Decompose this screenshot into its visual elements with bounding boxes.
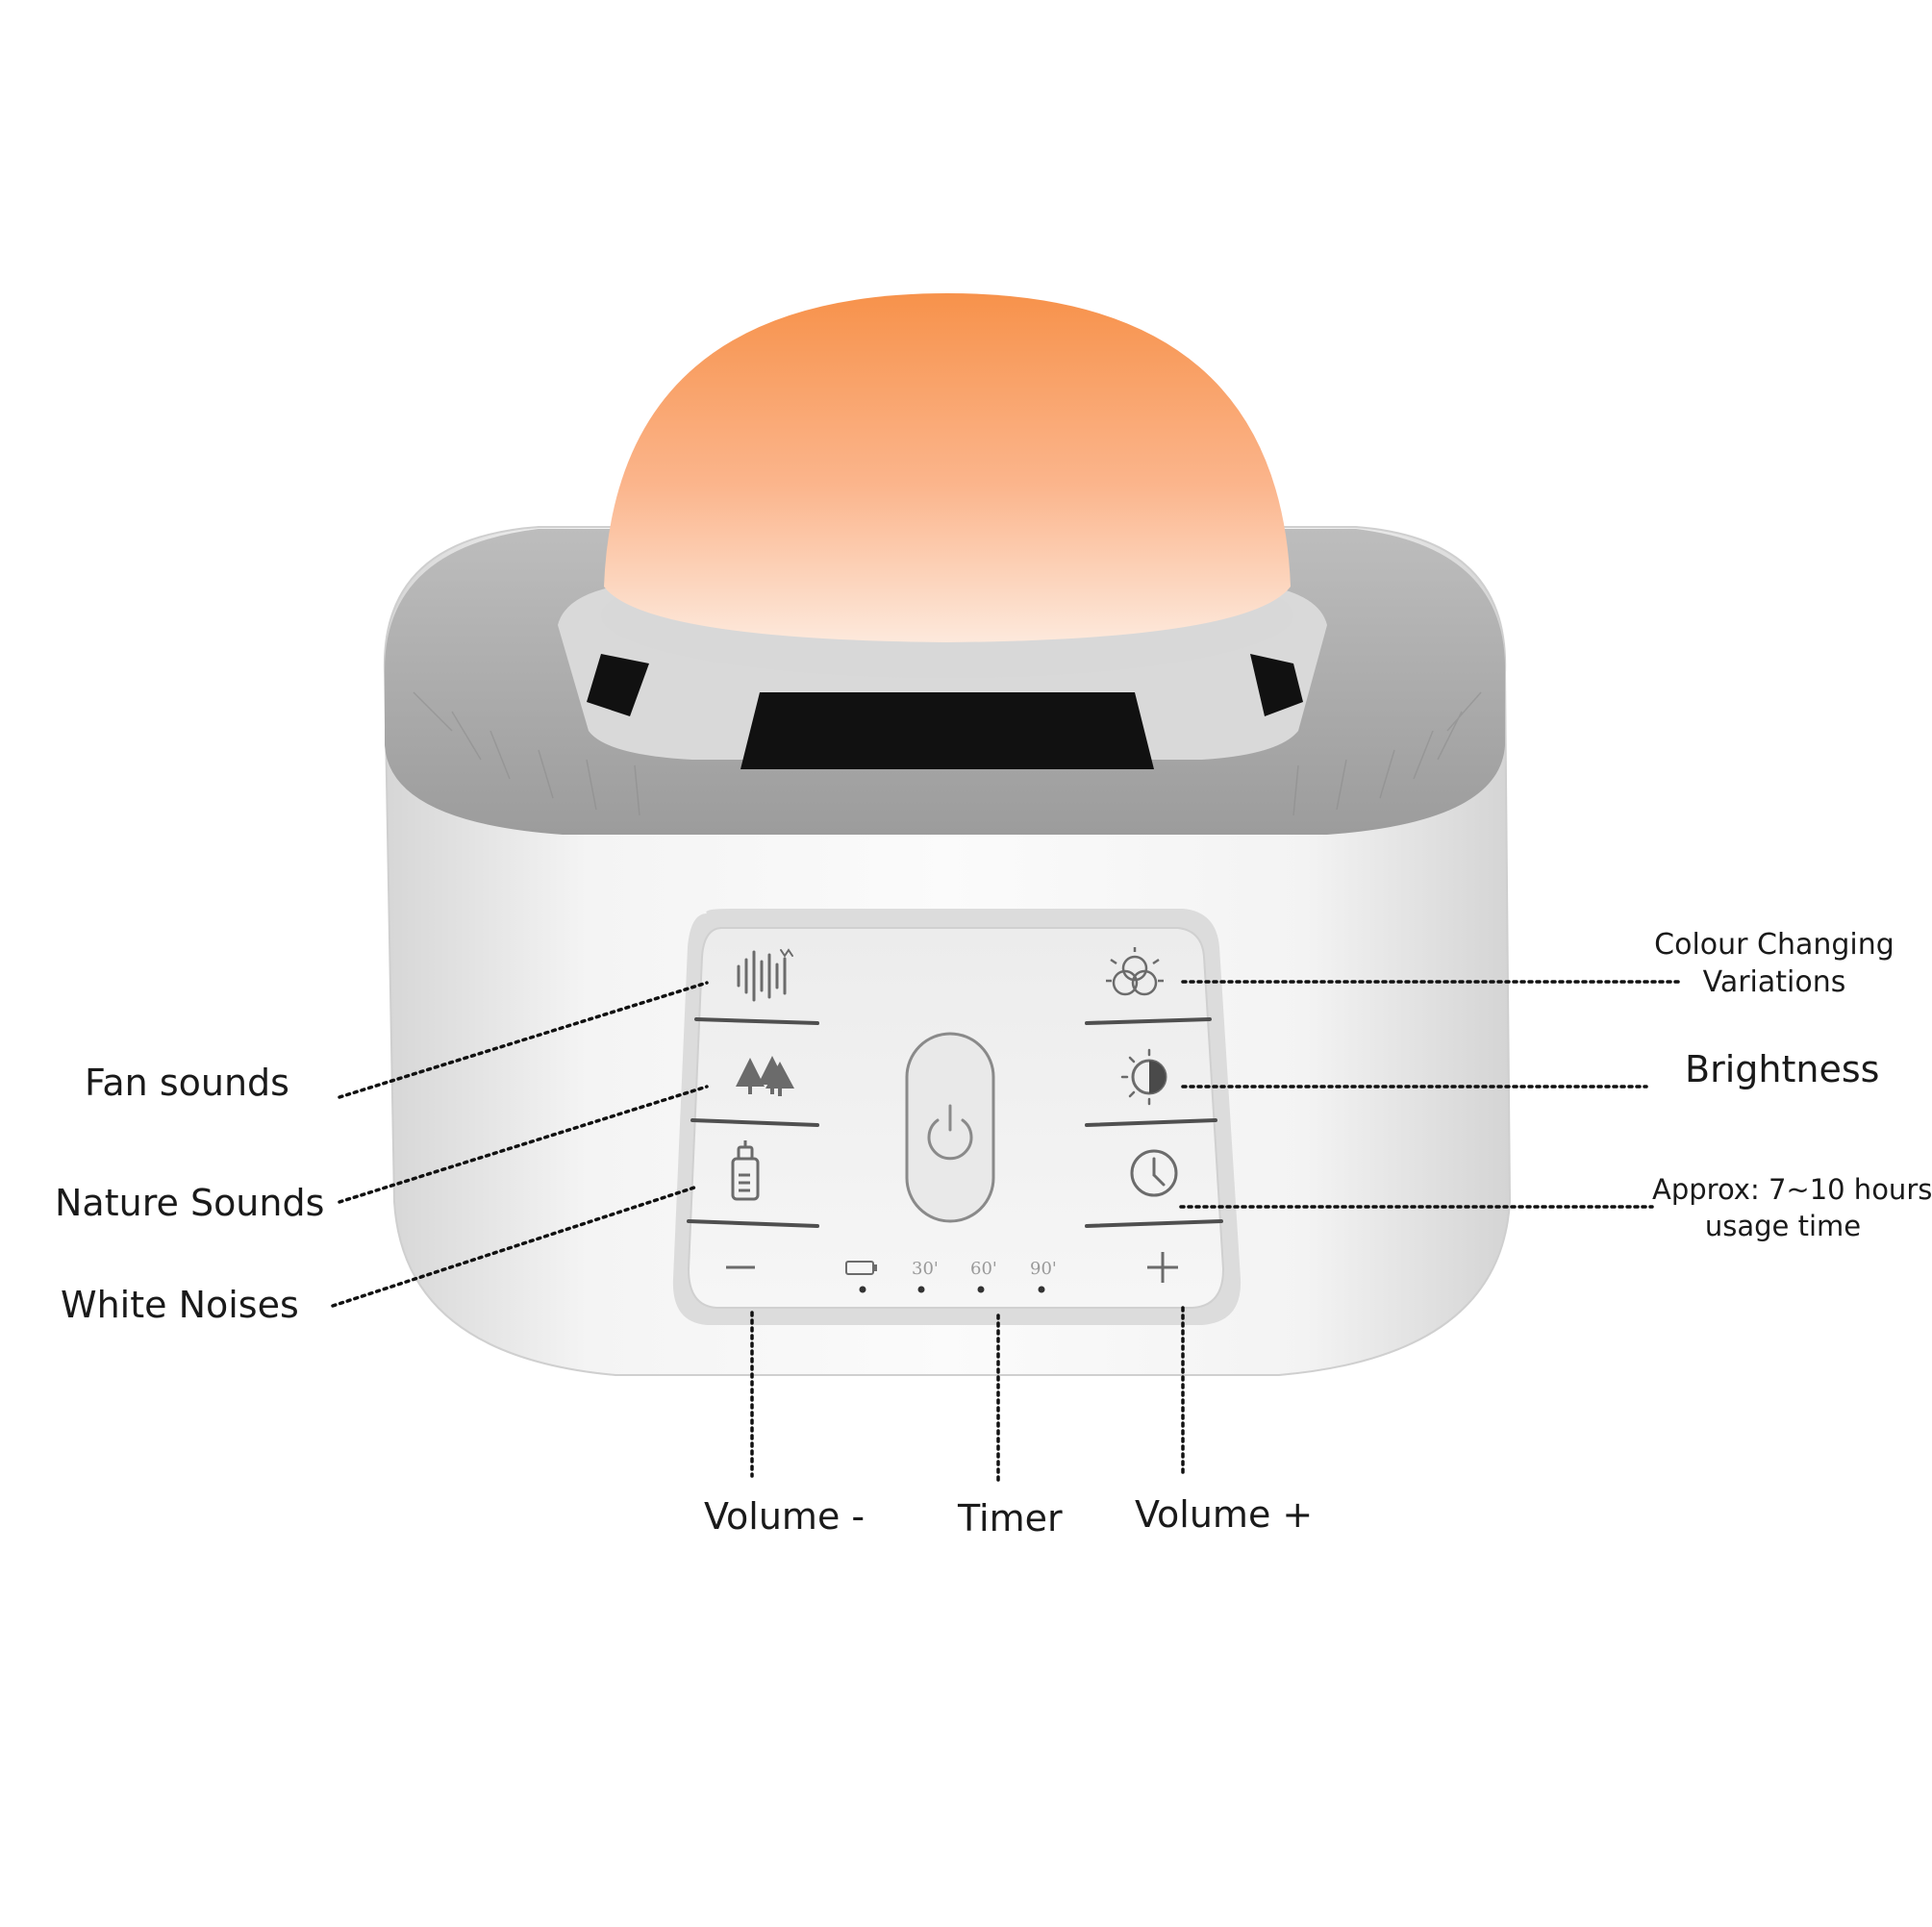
colour-circles-icon[interactable] xyxy=(1106,947,1164,996)
volume-minus-label: Volume - xyxy=(704,1495,866,1538)
vent-right xyxy=(1250,654,1303,716)
timer-label: Timer xyxy=(958,1497,1063,1539)
nature-sounds-label: Nature Sounds xyxy=(55,1182,325,1224)
plus-icon[interactable] xyxy=(1147,1252,1178,1283)
button-dividers xyxy=(687,1017,1223,1228)
led-30 xyxy=(917,1286,925,1293)
led-90 xyxy=(1038,1286,1045,1293)
timer-mark-30: 30' xyxy=(912,1259,939,1279)
timer-mark-90: 90' xyxy=(1030,1259,1057,1279)
bottle-icon[interactable] xyxy=(731,1140,760,1201)
trees-icon[interactable] xyxy=(736,1056,794,1096)
sound-wave-icon[interactable] xyxy=(737,948,793,1002)
led-60 xyxy=(977,1286,985,1293)
brightness-label: Brightness xyxy=(1685,1048,1880,1090)
battery-icon xyxy=(845,1261,877,1275)
usage-line1: Approx: 7~10 hours xyxy=(1652,1173,1932,1206)
vent-left xyxy=(587,654,649,716)
colour-changing-line2: Variations xyxy=(1702,965,1846,999)
speaker-grille xyxy=(413,691,1482,816)
led-battery xyxy=(859,1286,866,1293)
clock-icon[interactable] xyxy=(1130,1149,1178,1197)
leader-white xyxy=(331,1186,696,1308)
fan-sounds-label: Fan sounds xyxy=(85,1062,289,1104)
leader-lines xyxy=(331,980,1682,1483)
colour-changing-label: Colour Changing Variations xyxy=(1654,928,1894,999)
leader-fan xyxy=(338,981,709,1099)
leader-nature xyxy=(338,1085,709,1204)
white-noises-label: White Noises xyxy=(61,1284,299,1326)
volume-plus-label: Volume + xyxy=(1135,1493,1314,1536)
led-indicators xyxy=(859,1286,1045,1293)
brightness-icon[interactable] xyxy=(1120,1048,1167,1106)
usage-time-label: Approx: 7~10 hours usage time xyxy=(1652,1173,1932,1242)
usage-line2: usage time xyxy=(1704,1210,1862,1242)
night-light-dome xyxy=(604,293,1291,642)
power-icon xyxy=(927,1104,973,1161)
colour-changing-line1: Colour Changing xyxy=(1654,928,1894,962)
vent-center xyxy=(740,692,1154,769)
timer-mark-60: 60' xyxy=(970,1259,997,1279)
